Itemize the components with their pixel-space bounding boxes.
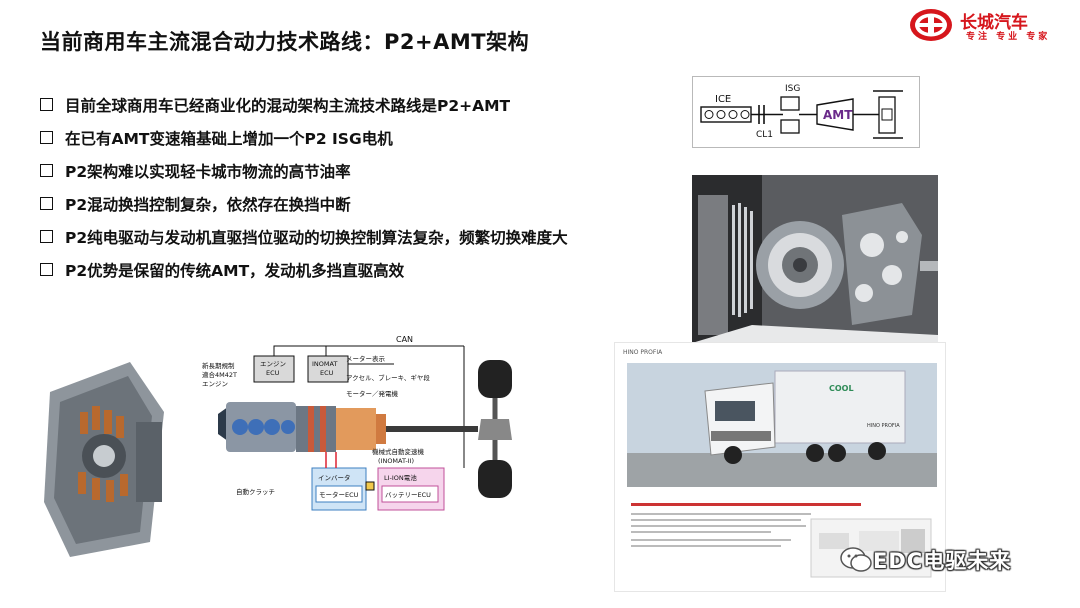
bullet-text: P2纯电驱动与发动机直驱挡位驱动的切换控制算法复杂，频繁切换难度大 (65, 228, 568, 247)
bullet-text: P2混动换挡控制复杂，依然存在换挡中断 (65, 195, 351, 214)
bullet-text: P2架构难以实现轻卡城市物流的高节油率 (65, 162, 351, 181)
list-item: P2优势是保留的传统AMT，发动机多挡直驱高效 (40, 253, 568, 286)
bullet-text: 目前全球商用车已经商业化的混动架构主流技术路线是P2+AMT (65, 96, 511, 115)
list-item: P2混动换挡控制复杂，依然存在换挡中断 (40, 187, 568, 220)
truck-logo: COOL (829, 384, 854, 393)
ice-label: ICE (715, 94, 731, 105)
checkbox-square-icon (40, 230, 53, 243)
motor-ecu-label: モーターECU (319, 490, 359, 499)
checkbox-square-icon (40, 197, 53, 210)
list-item: 目前全球商用车已经商业化的混动架构主流技术路线是P2+AMT (40, 88, 568, 121)
battery-title: LI-ION電池 (384, 473, 417, 482)
list-item: 在已有AMT变速箱基础上增加一个P2 ISG电机 (40, 121, 568, 154)
bullet-list: 目前全球商用车已经商业化的混动架构主流技术路线是P2+AMT 在已有AMT变速箱… (40, 88, 568, 286)
watermark-text: EDC电驱未来 (873, 549, 1012, 573)
brand-slogan: 专注 专业 专家 (966, 32, 1051, 42)
web-header: HINO PROFIA (623, 349, 663, 356)
bullet-text: P2优势是保留的传统AMT，发动机多挡直驱高效 (65, 261, 405, 280)
list-item: P2纯电驱动与发动机直驱挡位驱动的切换控制算法复杂，频繁切换难度大 (40, 220, 568, 253)
inomat-ecu-line: ECU (320, 369, 334, 377)
can-label: CAN (396, 335, 413, 344)
inomat-ecu-line: INOMAT (312, 360, 337, 368)
p2-schematic: ICE CL1 ISG AMT (692, 76, 920, 148)
checkbox-square-icon (40, 263, 53, 276)
brand-name: 长城汽车 (960, 13, 1028, 33)
slide-title: 当前商用车主流混合动力技术路线：P2+AMT架构 (40, 30, 530, 54)
engine-ecu-line: ECU (266, 369, 280, 377)
meter-label: メーター表示 (346, 354, 386, 363)
transmission-line: 機械式自動変速機 (372, 447, 425, 456)
engine-note-line: エンジン (202, 380, 228, 388)
inverter-label: インバータ (318, 473, 351, 482)
watermark: EDC电驱未来 (839, 545, 1011, 575)
amt-label: AMT (823, 108, 853, 122)
auto-clutch-label: 自動クラッチ (236, 487, 275, 496)
brand-emblem-icon (910, 9, 952, 41)
transmission-label: 機械式自動変速機(INOMAT-II) (372, 447, 425, 465)
transmission-line: (INOMAT-II) (378, 457, 414, 465)
checkbox-square-icon (40, 164, 53, 177)
wechat-icon (840, 547, 872, 572)
motor-cutaway-photo (40, 352, 168, 560)
cl1-label: CL1 (756, 130, 773, 140)
list-item: P2架构难以实现轻卡城市物流的高节油率 (40, 154, 568, 187)
battery-ecu-label: バッテリーECU (385, 491, 431, 499)
engine-note-line: 新長期規制 (202, 361, 235, 370)
checkbox-square-icon (40, 98, 53, 111)
isg-label: ISG (785, 84, 800, 94)
engine-note-line: 適合4M42T (202, 370, 237, 379)
checkbox-square-icon (40, 131, 53, 144)
pedals-label: アクセル、ブレーキ、ギヤ段 (346, 373, 430, 382)
brand-logo: 长城汽车 专注 专业 专家 (908, 6, 1058, 44)
engine-ecu-line: エンジン (260, 360, 286, 368)
bullet-text: 在已有AMT变速箱基础上增加一个P2 ISG电机 (65, 129, 393, 148)
motor-gen-label: モーター／発電機 (346, 389, 399, 398)
amt-cutaway-photo (692, 175, 938, 343)
truck-model: HINO PROFIA (867, 423, 900, 429)
web-page-screenshot: HINO PROFIA COOL HINO PROFIA (614, 342, 946, 592)
